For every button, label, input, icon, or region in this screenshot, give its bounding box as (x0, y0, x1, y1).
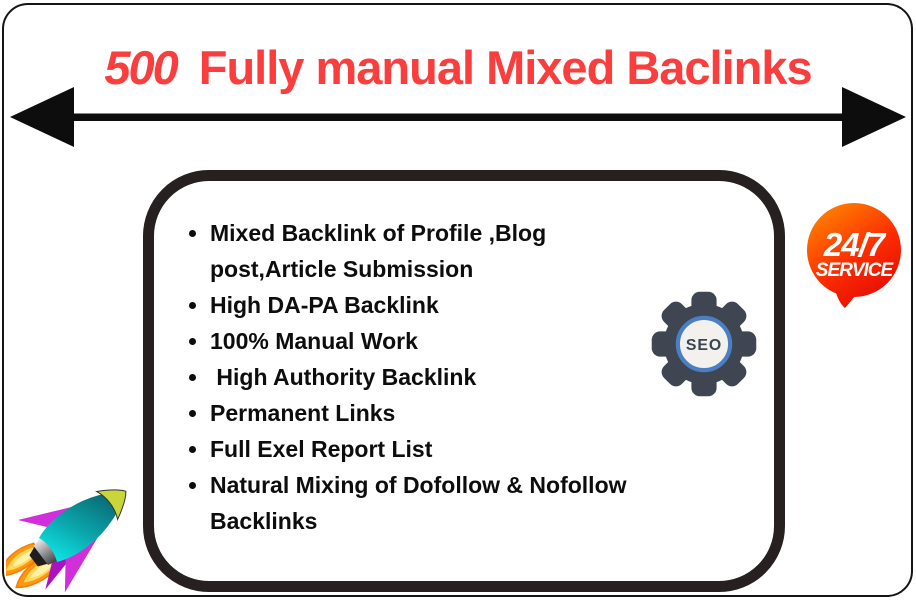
arrow-right-head (842, 87, 906, 147)
service-badge: 24/7 SERVICE (807, 203, 901, 308)
title-text: Fully manual Mixed Baclinks (198, 41, 813, 94)
features-panel: Mixed Backlink of Profile ,Blog post,Art… (143, 170, 785, 592)
page-title: 500 Fully manual Mixed Baclinks (0, 42, 916, 94)
rocket-body (38, 491, 126, 562)
gear-face (675, 315, 733, 373)
badge-line1: 24/7 (823, 226, 887, 263)
title-quantity: 500 (104, 41, 178, 94)
rocket-engine-band (33, 534, 62, 565)
double-arrow-icon (10, 87, 906, 147)
arrow-left-head (10, 87, 74, 147)
seo-gear-icon: SEO (651, 291, 757, 397)
rocket-flame-icon (6, 542, 43, 577)
feature-item: Natural Mixing of Dofollow & Nofollow Ba… (210, 467, 730, 539)
feature-item: Permanent Links (210, 395, 730, 431)
rocket-icon (6, 489, 127, 593)
feature-item: High DA-PA Backlink (210, 287, 730, 323)
badge-line2: SERVICE (816, 260, 895, 281)
feature-item: High Authority Backlink (210, 359, 730, 395)
badge-bubble (807, 203, 901, 297)
rocket-nozzle (29, 546, 49, 567)
feature-item: 100% Manual Work (210, 323, 730, 359)
feature-item: Mixed Backlink of Profile ,Blog post,Art… (210, 215, 730, 287)
rocket-nose-cone (95, 489, 127, 521)
feature-item: Full Exel Report List (210, 431, 730, 467)
gear-label: SEO (686, 337, 722, 354)
arrow-shaft (44, 113, 872, 121)
features-list: Mixed Backlink of Profile ,Blog post,Art… (154, 181, 730, 539)
